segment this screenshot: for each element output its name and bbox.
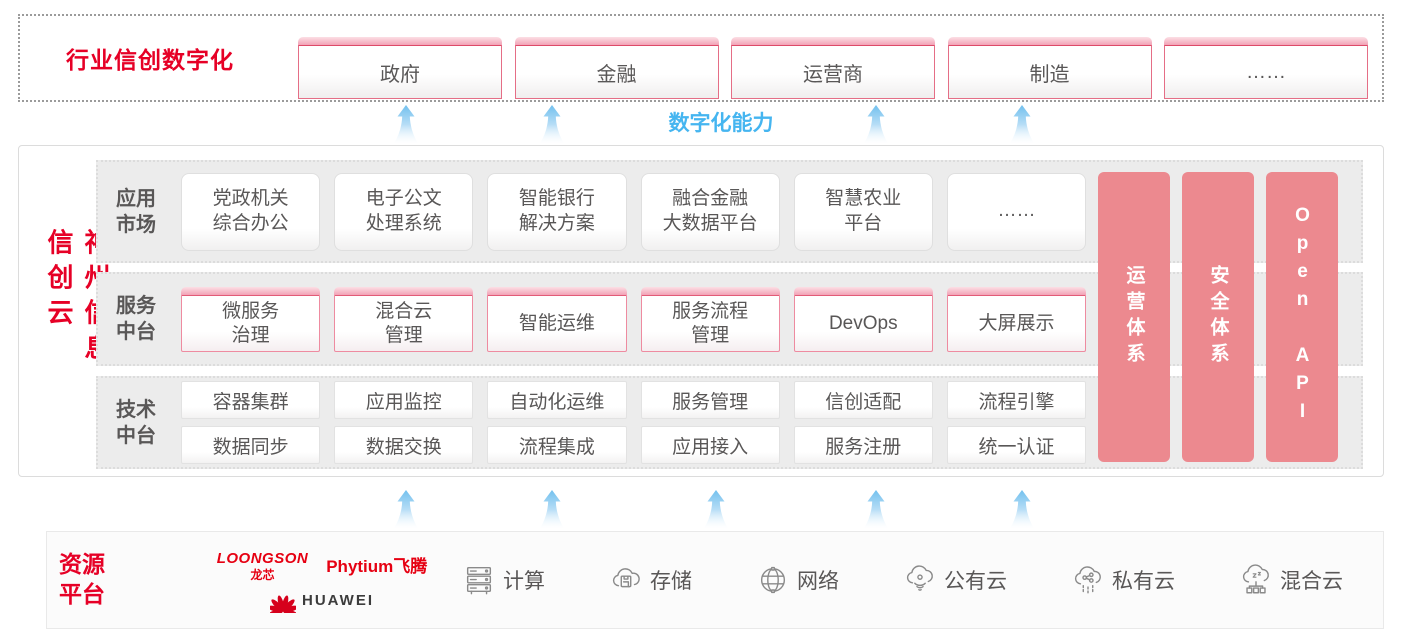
huawei-flower-icon xyxy=(270,595,296,613)
service-platform-boxes: 微服务 治理 混合云 管理 智能运维 服务流程 管理 DevOps 大屏展示 xyxy=(181,274,1087,364)
loongson-logo: LOONGSON 龙芯 xyxy=(216,549,309,582)
industry-section-title: 行业信创数字化 xyxy=(66,47,234,73)
service-box: 混合云 管理 xyxy=(334,287,474,352)
app-box: 电子公文 处理系统 xyxy=(334,172,474,251)
resource-private-cloud: 私有云 xyxy=(1071,564,1175,596)
tech-box: 服务管理 xyxy=(640,381,780,419)
industry-box-more: …… xyxy=(1164,37,1368,99)
resource-compute: 计算 xyxy=(462,564,545,596)
tech-box: 数据同步 xyxy=(181,426,321,464)
up-arrow-icon xyxy=(393,105,419,144)
up-arrow-icon xyxy=(539,490,565,529)
industry-row: 政府 金融 运营商 制造 …… xyxy=(298,37,1368,99)
up-arrow-icon xyxy=(539,105,565,144)
up-arrow-icon xyxy=(863,105,889,144)
tech-box: 服务注册 xyxy=(793,426,933,464)
up-arrow-icon xyxy=(1009,490,1035,529)
app-box: 智慧农业 平台 xyxy=(793,172,933,251)
private-cloud-icon xyxy=(1074,566,1101,594)
app-box-more: …… xyxy=(946,172,1087,251)
app-market-boxes: 党政机关 综合办公 电子公文 处理系统 智能银行 解决方案 融合金融 大数据平台… xyxy=(181,162,1087,261)
hybrid-cloud-icon xyxy=(1242,564,1269,594)
pillar-security-system: 安全体系 xyxy=(1182,172,1254,462)
resource-platform-section: 资源 平台 LOONGSON 龙芯 Phytium飞腾 xyxy=(46,531,1384,629)
service-box: 微服务 治理 xyxy=(181,287,321,352)
capability-label: 数字化能力 xyxy=(668,112,774,135)
app-box: 融合金融 大数据平台 xyxy=(640,172,780,251)
phytium-logo: Phytium飞腾 xyxy=(326,556,428,576)
app-market-panel: 应用 市场 党政机关 综合办公 电子公文 处理系统 智能银行 解决方案 融合金融… xyxy=(96,160,1363,263)
tech-box: 统一认证 xyxy=(946,426,1087,464)
vendor-logos: LOONGSON 龙芯 Phytium飞腾 xyxy=(207,540,437,622)
resource-storage: 存储 xyxy=(609,564,692,596)
network-icon xyxy=(760,566,786,594)
tech-platform-boxes: 容器集群 数据同步 应用监控 数据交换 自动化运维 流程集成 服务管理 应用接入… xyxy=(181,378,1087,467)
app-market-label: 应用 市场 xyxy=(116,187,156,236)
tech-box: 自动化运维 xyxy=(487,381,627,419)
industry-digitalization-section: 行业信创数字化 政府 金融 运营商 制造 …… xyxy=(18,14,1384,102)
app-box: 党政机关 综合办公 xyxy=(181,172,321,251)
industry-box-manufacturing: 制造 xyxy=(947,37,1152,99)
resource-network: 公有云 网络 xyxy=(756,564,839,596)
up-arrow-icon xyxy=(863,490,889,529)
up-arrow-icon xyxy=(393,490,419,529)
pillar-operation-system: 运营体系 xyxy=(1098,172,1170,462)
service-platform-panel: 服务 中台 微服务 治理 混合云 管理 智能运维 服务流程 管理 DevOps … xyxy=(96,272,1363,366)
resource-platform-label: 资源 平台 xyxy=(59,551,105,607)
tech-box: 流程集成 xyxy=(487,426,627,464)
tech-box: 应用接入 xyxy=(640,426,780,464)
huawei-logo: HUAWEI xyxy=(270,589,374,613)
up-arrow-icon xyxy=(1009,105,1035,144)
tech-box: 信创适配 xyxy=(793,381,933,419)
industry-box-operator: 运营商 xyxy=(731,37,935,99)
service-platform-label: 服务 中台 xyxy=(116,295,156,343)
app-box: 智能银行 解决方案 xyxy=(487,172,627,251)
tech-platform-panel: 技术 中台 容器集群 数据同步 应用监控 数据交换 自动化运维 流程集成 服务管… xyxy=(96,376,1363,469)
pillar-open-api: Open API xyxy=(1266,172,1338,462)
industry-box-finance: 金融 xyxy=(514,37,719,99)
tech-box: 应用监控 xyxy=(334,381,474,419)
service-box: 智能运维 xyxy=(487,287,627,352)
tech-box: 容器集群 xyxy=(181,381,321,419)
tech-box: 流程引擎 xyxy=(946,381,1087,419)
server-icon xyxy=(466,567,492,595)
resource-hybrid-cloud: 混合云 xyxy=(1239,564,1343,596)
resource-public-cloud: 公有云 xyxy=(903,564,1007,596)
service-box: 服务流程 管理 xyxy=(640,287,780,352)
resource-items: 计算 存储 公有云 网络 xyxy=(462,532,1343,628)
public-cloud-icon xyxy=(906,565,933,591)
service-box: 大屏展示 xyxy=(946,287,1087,352)
storage-icon xyxy=(612,568,640,588)
cloud-platform-section: 神州信息信创云 应用 市场 党政机关 综合办公 电子公文 处理系统 智能银行 解… xyxy=(18,145,1384,477)
tech-box: 数据交换 xyxy=(334,426,474,464)
service-box: DevOps xyxy=(793,287,934,352)
tech-platform-label: 技术 中台 xyxy=(116,398,156,447)
industry-box-government: 政府 xyxy=(298,37,502,99)
up-arrow-icon xyxy=(703,490,729,529)
